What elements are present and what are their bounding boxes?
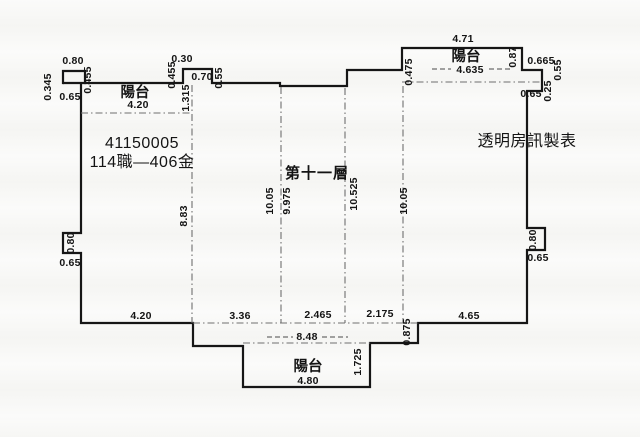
dimension-labels: 0.80 0.345 0.455 0.65 陽台 4.20 0.30 0.455… [42,33,576,387]
floor-label: 第十一層 [285,164,349,182]
dim-bottom-seg-1: 3.36 [229,310,250,322]
dim-tr-notch-bottom: 0.65 [520,88,541,100]
dim-tr-balcony-left: 0.475 [403,58,415,85]
balcony-top-left-label: 陽台 [121,83,150,101]
dim-tl-bump-width: 0.80 [62,55,83,67]
dim-tl-below-bump: 0.65 [59,91,80,103]
unit-code: 114職—406金 [90,153,195,171]
dim-bottom-left: 4.20 [130,310,151,322]
top-left-bump-wall [61,69,87,85]
dim-top-step-depth: 0.30 [171,53,192,65]
dim-bottom-right: 4.65 [458,310,479,322]
floor-plan-outline [61,46,547,389]
balcony-top-right-label: 陽台 [452,47,481,65]
dim-left-height: 8.83 [178,205,190,226]
dim-top-step-right: 0.55 [213,67,225,88]
dim-tl-bump-left: 0.345 [42,73,54,100]
dim-tr-notch-upper: 0.55 [552,59,564,80]
dim-tr-notch-lower: 0.25 [542,80,554,101]
dim-tl-bump-right: 0.455 [82,66,94,93]
dim-tr-balcony-right: 0.87 [507,46,519,67]
dim-right-bump-height: 0.80 [527,229,539,250]
dim-balcony-top-left-length: 4.20 [127,99,148,111]
dim-bottom-seg-3: 2.175 [366,308,393,320]
outer-wall-path [61,46,547,389]
dim-balcony-top-right-outer: 4.71 [452,33,473,45]
dim-top-step-width: 0.70 [191,71,212,83]
dim-center-left-height-inner: 9.975 [281,187,293,214]
dim-bottom-seg-2: 2.465 [304,309,331,321]
dim-top-step-left: 0.455 [166,61,178,88]
unit-number: 41150005 [105,135,179,152]
dim-left-bump-height: 0.80 [65,232,77,253]
dim-bottom-span: 8.48 [296,331,317,343]
dim-br-step-height: 0.875 [401,318,413,345]
dim-tr-notch-width: 0.665 [527,55,554,67]
dim-right-height: 10.05 [398,187,410,214]
dim-right-bump-below: 0.65 [527,252,548,264]
dim-top-step-inner: 1.315 [180,84,192,111]
dim-bottom-balcony-right: 1.725 [352,348,364,375]
dim-balcony-top-right-inner: 4.635 [456,64,483,76]
dim-left-bump-below: 0.65 [59,257,80,269]
publisher-label: 透明房訊製表 [477,132,576,150]
balcony-bottom-label: 陽台 [294,357,323,375]
dim-balcony-bottom-length: 4.80 [297,375,318,387]
partition-dashed-lines [81,68,542,344]
dim-center-right-height: 10.525 [348,177,360,210]
dim-center-left-height: 10.05 [264,187,276,214]
